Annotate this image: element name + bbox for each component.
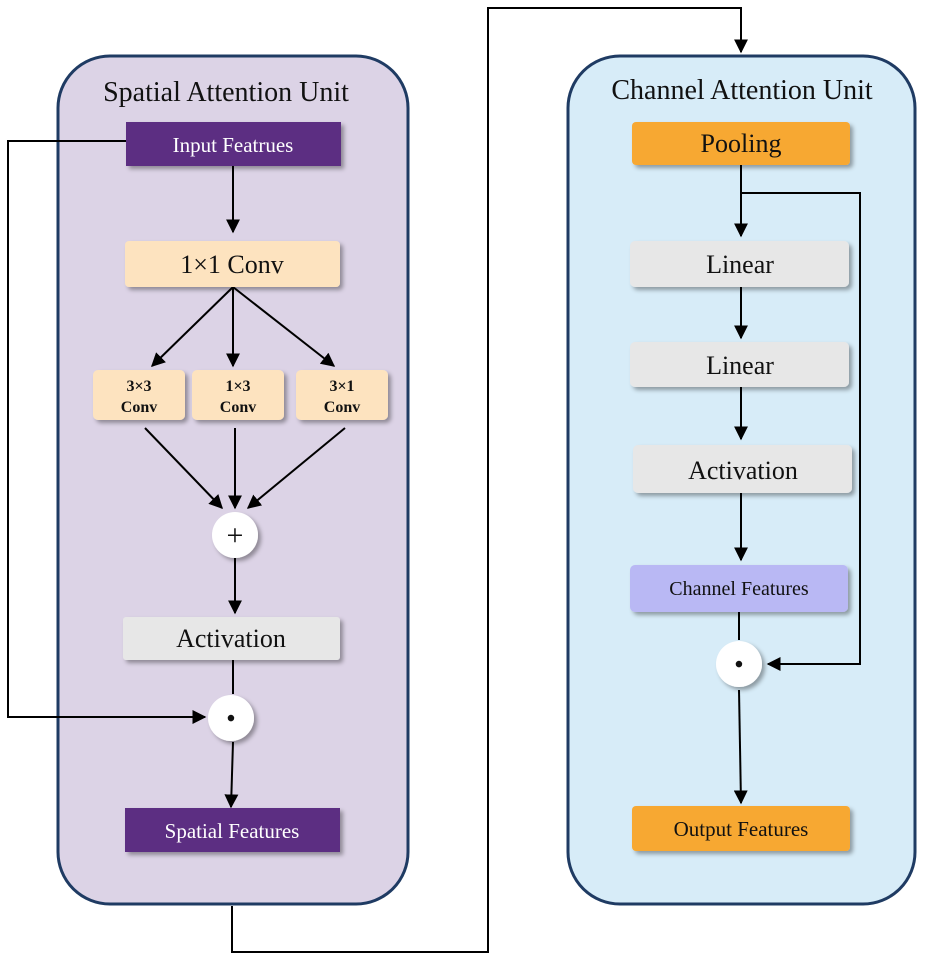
conv-1x1-node: 1×1 Conv <box>125 241 340 287</box>
channel-unit-title: Channel Attention Unit <box>611 75 873 106</box>
linear-1-node: Linear <box>630 241 849 287</box>
spatial-features-node: Spatial Features <box>125 808 340 852</box>
channel-activation-label: Activation <box>688 456 798 485</box>
channel-multiply-node: • <box>716 641 762 687</box>
spatial-activation-node: Activation <box>123 617 340 660</box>
pooling-node: Pooling <box>632 122 850 165</box>
spatial-multiply-node: • <box>208 695 254 741</box>
input-features-label: Input Featrues <box>173 133 294 157</box>
pooling-label: Pooling <box>701 129 782 158</box>
spatial-features-label: Spatial Features <box>165 819 300 843</box>
output-features-label: Output Features <box>674 817 809 841</box>
input-features-node: Input Featrues <box>126 122 341 166</box>
conv-3x1-label-line1: 3×1 <box>329 378 354 395</box>
conv-1x3-label-line2: Conv <box>220 399 256 416</box>
channel-multiply-symbol: • <box>735 652 743 678</box>
add-operator-node: + <box>212 512 258 558</box>
spatial-connectors <box>7 7 748 953</box>
channel-features-label: Channel Features <box>669 578 809 600</box>
spatial-multiply-symbol: • <box>227 706 235 732</box>
conv-3x3-label-line1: 3×3 <box>126 378 151 395</box>
linear-1-label: Linear <box>706 250 774 279</box>
conv-3x3-node: 3×3 Conv <box>93 370 185 420</box>
conv-1x3-label-line1: 1×3 <box>225 378 250 395</box>
conv-1x3-node: 1×3 Conv <box>192 370 284 420</box>
linear-2-label: Linear <box>706 351 774 380</box>
channel-connectors <box>733 165 861 805</box>
conv-3x1-label-line2: Conv <box>324 399 360 416</box>
channel-features-node: Channel Features <box>630 565 848 612</box>
conv-3x3-label-line2: Conv <box>121 399 157 416</box>
output-features-node: Output Features <box>632 806 850 851</box>
spatial-activation-label: Activation <box>176 624 286 653</box>
linear-2-node: Linear <box>630 342 849 387</box>
spatial-unit-title: Spatial Attention Unit <box>103 77 349 108</box>
add-symbol: + <box>227 519 244 552</box>
channel-activation-node: Activation <box>633 445 852 493</box>
conv-3x1-node: 3×1 Conv <box>296 370 388 420</box>
conv-1x1-label: 1×1 Conv <box>180 250 284 279</box>
